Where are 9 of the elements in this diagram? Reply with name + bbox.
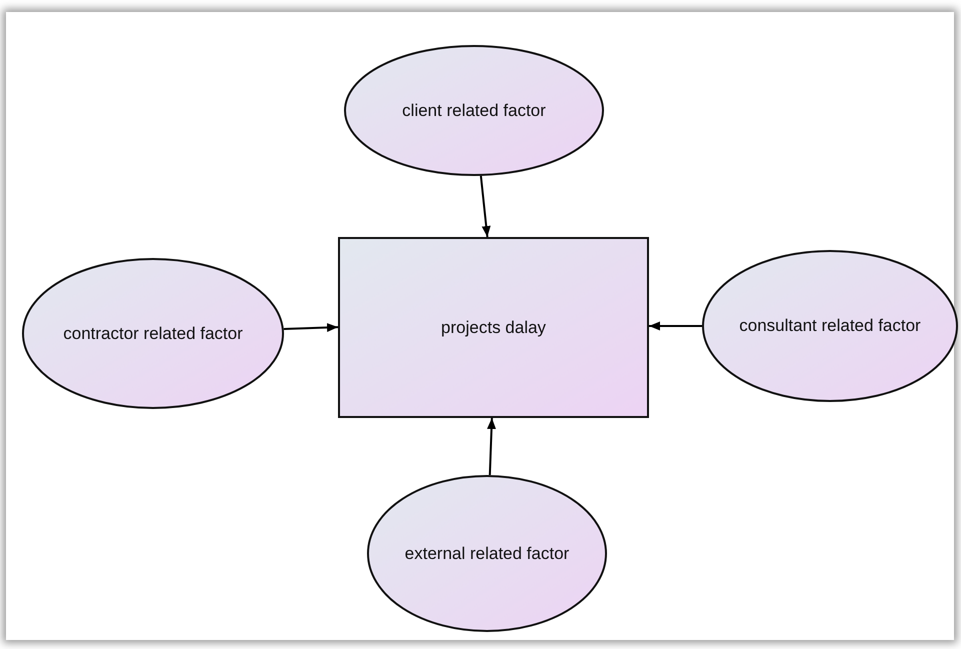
arrow bbox=[649, 322, 702, 330]
node-label: contractor related factor bbox=[62, 324, 244, 344]
node-label: consultant related factor bbox=[738, 316, 922, 336]
arrow bbox=[480, 176, 491, 238]
node-label: external related factor bbox=[404, 544, 570, 564]
node-label: client related factor bbox=[401, 100, 547, 120]
arrow bbox=[487, 418, 496, 476]
arrow bbox=[284, 322, 338, 332]
node-label: projects dalay bbox=[440, 318, 547, 338]
